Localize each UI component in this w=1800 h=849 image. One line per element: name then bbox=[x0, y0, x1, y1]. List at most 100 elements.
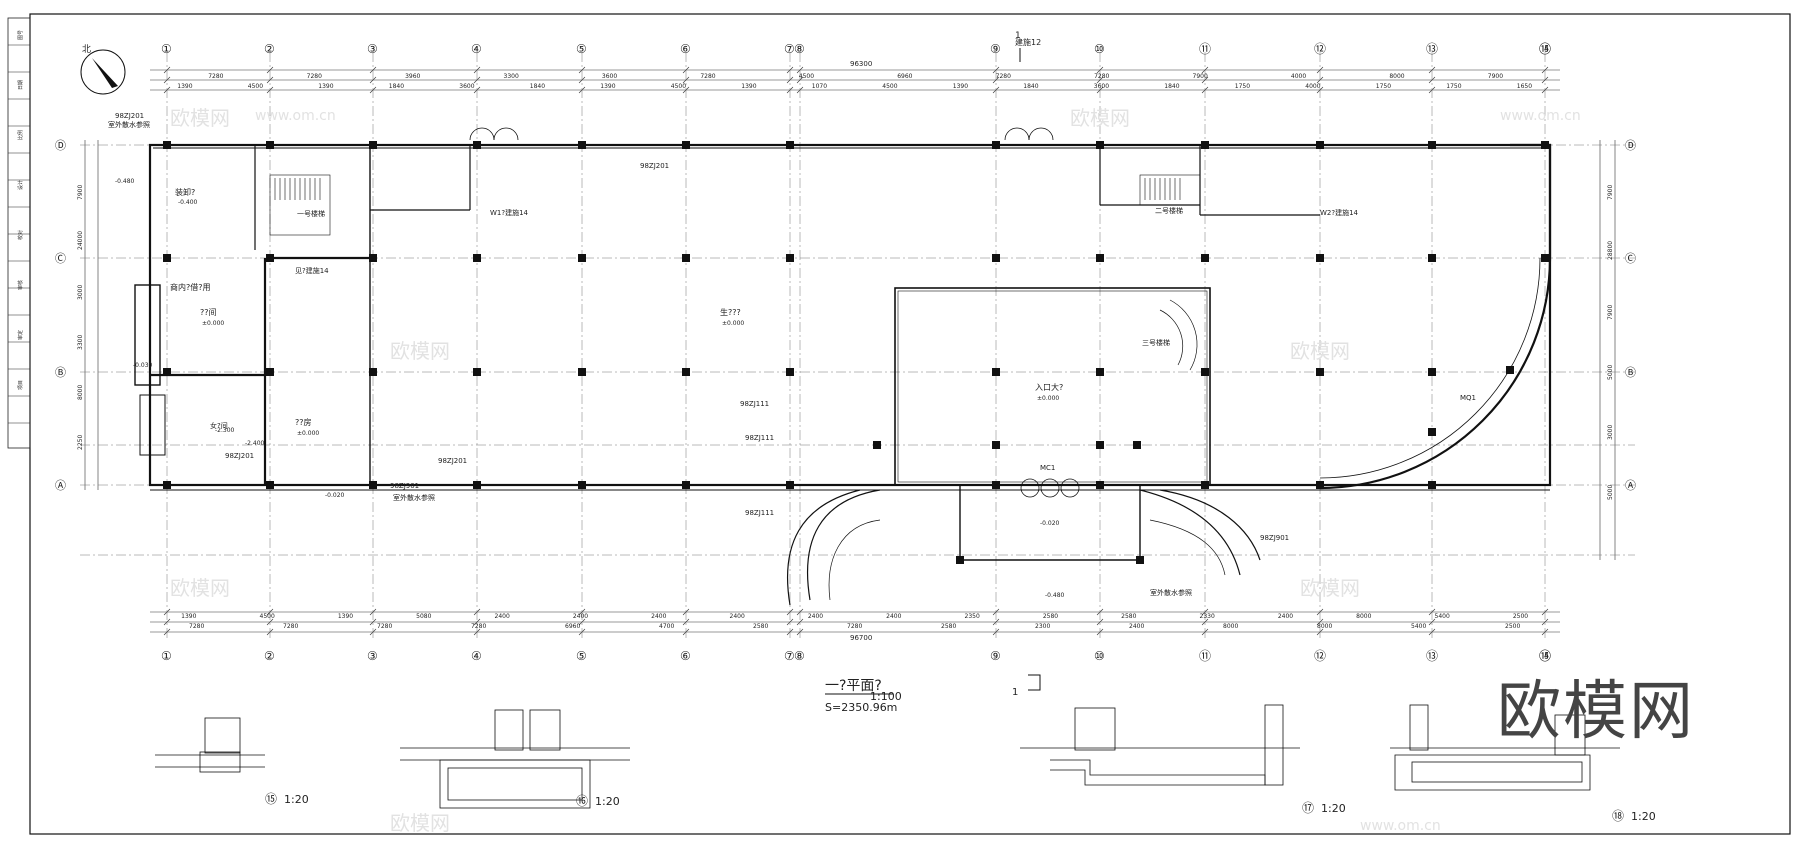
column bbox=[1096, 254, 1104, 262]
svg-text:欧模网: 欧模网 bbox=[390, 339, 450, 363]
dim-bottom-1: 2580 bbox=[1043, 613, 1058, 620]
dim-bottom-2: 4700 bbox=[659, 623, 674, 630]
dim-bottom-1: 2400 bbox=[573, 613, 588, 620]
svg-text:1: 1 bbox=[1015, 31, 1021, 41]
dim-left: 3000 bbox=[77, 285, 84, 300]
column bbox=[1428, 481, 1436, 489]
grid-bubble-right: Ⓑ bbox=[1625, 366, 1636, 379]
column bbox=[473, 141, 481, 149]
grid-bubble-top: ② bbox=[264, 42, 275, 56]
column bbox=[1201, 254, 1209, 262]
strip-label: 日期 bbox=[18, 80, 24, 90]
structural-columns bbox=[163, 141, 1549, 564]
dim-top-1: 3600 bbox=[602, 73, 617, 80]
column bbox=[369, 254, 377, 262]
dim-bottom-1: 2500 bbox=[1513, 613, 1528, 620]
svg-text:1:20: 1:20 bbox=[1321, 802, 1346, 815]
column bbox=[266, 254, 274, 262]
column bbox=[1316, 368, 1324, 376]
dim-top-1: 4500 bbox=[799, 73, 814, 80]
svg-text:欧模网: 欧模网 bbox=[1290, 339, 1350, 363]
svg-text:1:20: 1:20 bbox=[1631, 810, 1656, 823]
dim-top-2: 4500 bbox=[248, 83, 263, 90]
column bbox=[163, 141, 171, 149]
grid-bubble-bottom: ⑮ bbox=[1539, 649, 1551, 663]
dim-top-2: 1840 bbox=[1164, 83, 1179, 90]
dim-left: 24000 bbox=[77, 231, 84, 250]
strip-label: 项目 bbox=[18, 380, 24, 390]
room-entrance-hall: 入口大? bbox=[1035, 382, 1063, 392]
column bbox=[1316, 254, 1324, 262]
column bbox=[1316, 481, 1324, 489]
svg-text:-0.400: -0.400 bbox=[178, 199, 198, 206]
svg-text:MC1: MC1 bbox=[1040, 464, 1055, 472]
main-entrance-door bbox=[469, 127, 1080, 498]
svg-text:二号楼梯: 二号楼梯 bbox=[1155, 206, 1183, 215]
grid-bubble-bottom: ⑨ bbox=[990, 649, 1001, 663]
dim-top-2: 1390 bbox=[953, 83, 968, 90]
column bbox=[1316, 141, 1324, 149]
dim-top-1: 6960 bbox=[897, 73, 912, 80]
dim-bottom-2: 2300 bbox=[1035, 623, 1050, 630]
detail-16: ⑯ 1:20 bbox=[400, 709, 630, 809]
grid-bubble-top: ④ bbox=[471, 42, 482, 56]
svg-text:www.om.cn: www.om.cn bbox=[255, 108, 336, 124]
strip-label: 设计 bbox=[17, 180, 24, 190]
dim-top-2: 3600 bbox=[459, 83, 474, 90]
grid-bubble-right: Ⓒ bbox=[1625, 252, 1636, 265]
detail-17: ⑰ 1:20 bbox=[1020, 704, 1346, 815]
svg-text:98ZJ901: 98ZJ901 bbox=[390, 482, 419, 490]
svg-text:www.om.cn: www.om.cn bbox=[1500, 108, 1581, 124]
column bbox=[1096, 441, 1104, 449]
column bbox=[163, 481, 171, 489]
grid-bubble-right: Ⓐ bbox=[1625, 479, 1636, 492]
grid-bubble-top: ⑫ bbox=[1314, 42, 1326, 56]
svg-text:三号楼梯: 三号楼梯 bbox=[1142, 338, 1170, 347]
column bbox=[266, 368, 274, 376]
dim-bottom-1: 2400 bbox=[730, 613, 745, 620]
svg-text:98ZJ201: 98ZJ201 bbox=[640, 162, 669, 170]
grid-bubble-bottom: ② bbox=[264, 649, 275, 663]
svg-text:室外散水参照: 室外散水参照 bbox=[393, 493, 435, 502]
dim-top-1: 7280 bbox=[700, 73, 715, 80]
column bbox=[578, 481, 586, 489]
grid-bubble-top: ③ bbox=[367, 42, 378, 56]
dim-top-2: 4500 bbox=[882, 83, 897, 90]
dim-bottom-1: 1390 bbox=[338, 613, 353, 620]
svg-text:⑱: ⑱ bbox=[1612, 809, 1624, 823]
grid-bubble-right: Ⓓ bbox=[1625, 139, 1636, 152]
grid-bubble-left: Ⓐ bbox=[55, 479, 66, 492]
svg-text:室外散水参照: 室外散水参照 bbox=[1150, 588, 1192, 597]
strip-label: 校对 bbox=[17, 230, 24, 240]
grid-bubble-bottom: ⑥ bbox=[680, 649, 691, 663]
grid-bubble-bottom: ⑬ bbox=[1426, 649, 1438, 663]
column bbox=[873, 441, 881, 449]
column bbox=[956, 556, 964, 564]
stair-3-spiral bbox=[1159, 299, 1198, 371]
dim-bottom-1: 5400 bbox=[1435, 613, 1450, 620]
dim-top-1: 3960 bbox=[405, 73, 420, 80]
column bbox=[1506, 366, 1514, 374]
dim-bottom-1: 4500 bbox=[260, 613, 275, 620]
svg-text:98ZJ901: 98ZJ901 bbox=[1260, 534, 1289, 542]
grid-bubble-top: ⑬ bbox=[1426, 42, 1438, 56]
column bbox=[163, 254, 171, 262]
dim-bottom-1: 2400 bbox=[651, 613, 666, 620]
grid-bubble-left: Ⓓ bbox=[55, 139, 66, 152]
dim-right: 28800 bbox=[1607, 241, 1614, 260]
dim-top-1: 7280 bbox=[1094, 73, 1109, 80]
dim-bottom-2: 7280 bbox=[377, 623, 392, 630]
svg-text:欧模网: 欧模网 bbox=[1300, 576, 1360, 600]
svg-text:98ZJ111: 98ZJ111 bbox=[740, 400, 769, 408]
svg-text:www.om.cn: www.om.cn bbox=[1360, 818, 1441, 834]
dim-bottom-1: 2580 bbox=[1121, 613, 1136, 620]
dim-bottom-1: 2350 bbox=[965, 613, 980, 620]
column bbox=[992, 481, 1000, 489]
column bbox=[682, 141, 690, 149]
overall-dim-top: 96300 bbox=[850, 60, 872, 68]
dimension-lines bbox=[84, 66, 1616, 636]
svg-text:-0.480: -0.480 bbox=[115, 178, 135, 185]
grid-bubble-bottom: ⑫ bbox=[1314, 649, 1326, 663]
plan-title-block: 一?平面? 1:100 S=2350.96m 1 建施12 1 bbox=[825, 31, 1041, 714]
